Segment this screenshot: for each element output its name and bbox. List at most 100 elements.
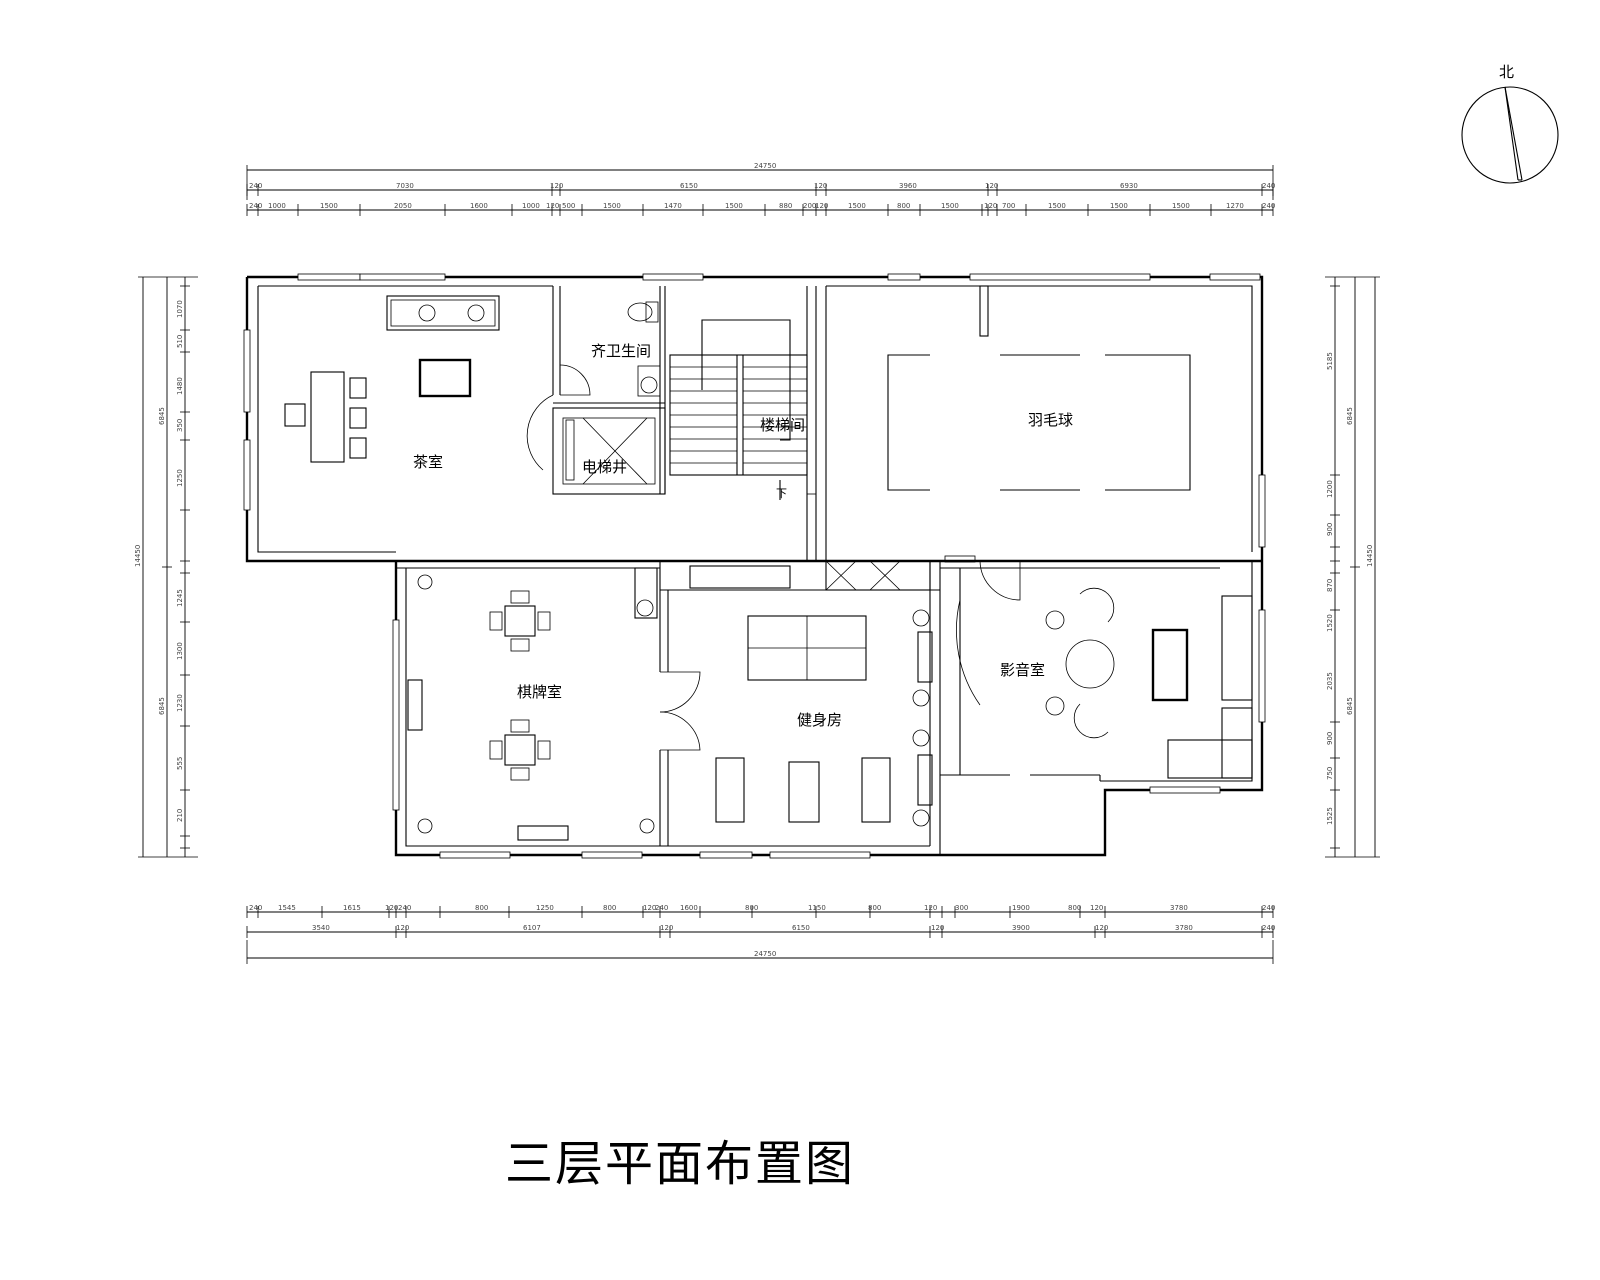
- dim-top-r1-1: 7030: [396, 182, 414, 190]
- label-chess-room: 棋牌室: [517, 683, 562, 701]
- label-down-mark: 下: [776, 487, 787, 500]
- dim-right-c2-4: 1520: [1326, 614, 1334, 632]
- dim-bot-r1-14: 120: [924, 904, 937, 912]
- dim-bot-r1-15: 300: [955, 904, 968, 912]
- label-tea-room: 茶室: [413, 453, 443, 471]
- dim-top-r2-18: 700: [1002, 202, 1015, 210]
- dim-bot-r1-11: 800: [745, 904, 758, 912]
- dim-left-c2-0: 1070: [176, 300, 184, 318]
- dim-top-r2-2: 1500: [320, 202, 338, 210]
- dim-bot-r1-2: 1615: [343, 904, 361, 912]
- dim-bot-r1-17: 800: [1068, 904, 1081, 912]
- dim-top-r1-3: 6150: [680, 182, 698, 190]
- dim-right-c2-0: 5185: [1326, 352, 1334, 370]
- dim-bot-r2-3: 120: [660, 924, 673, 932]
- dim-bot-r2-5: 120: [931, 924, 944, 932]
- dim-top-r2-5: 1000: [522, 202, 540, 210]
- dim-bot-r1-12: 1150: [808, 904, 826, 912]
- dim-left-c2-4: 1250: [176, 469, 184, 487]
- dim-right-c2-8: 1525: [1326, 807, 1334, 825]
- dim-left-c1-1: 6845: [158, 697, 166, 715]
- dim-top-r2-8: 1500: [603, 202, 621, 210]
- dim-bot-r1-4: 240: [398, 904, 411, 912]
- dim-top-r2-0: 240: [249, 202, 262, 210]
- exterior-walls: [245, 275, 1264, 857]
- dim-bot-r1-10: 1600: [680, 904, 698, 912]
- dim-right-c2-1: 1200: [1326, 480, 1334, 498]
- left-dimensions: 14450 6845 6845 1070 510 1480 350 1250 1…: [134, 276, 198, 858]
- dim-right-c2-3: 870: [1326, 579, 1334, 592]
- dim-top-r1-6: 120: [985, 182, 998, 190]
- dim-right-c1-0: 6845: [1346, 407, 1354, 425]
- label-staircase: 楼梯间: [760, 416, 805, 434]
- dim-left-c2-3: 350: [176, 419, 184, 432]
- bottom-dimensions: 240 1545 1615 120 240 800 1250 800 120 2…: [246, 904, 1275, 964]
- dim-top-r2-21: 1500: [1172, 202, 1190, 210]
- dim-bot-r2-2: 6107: [523, 924, 541, 932]
- dim-bot-r2-8: 3780: [1175, 924, 1193, 932]
- dim-top-r1-7: 6930: [1120, 182, 1138, 190]
- label-toilet: 齐卫生间: [591, 342, 651, 360]
- dim-right-c2-7: 750: [1326, 767, 1334, 780]
- dim-bot-r1-20: 240: [1262, 904, 1275, 912]
- dim-right-total: 14450: [1366, 545, 1374, 567]
- dim-top-r1-8: 240: [1262, 182, 1275, 190]
- dim-top-r1-0: 240: [249, 182, 262, 190]
- dim-bot-r2-4: 6150: [792, 924, 810, 932]
- dim-top-r2-19: 1500: [1048, 202, 1066, 210]
- dim-left-c1-0: 6845: [158, 407, 166, 425]
- doors: [526, 364, 1021, 751]
- dim-top-r2-20: 1500: [1110, 202, 1128, 210]
- dim-top-r2-1: 1000: [268, 202, 286, 210]
- staircase: [669, 319, 808, 500]
- dim-bot-r1-3: 120: [385, 904, 398, 912]
- dim-right-c1-1: 6845: [1346, 697, 1354, 715]
- label-gym: 健身房: [797, 711, 842, 729]
- dim-bot-r2-0: 3540: [312, 924, 330, 932]
- dim-bottom-total: 24750: [754, 950, 776, 958]
- dim-bot-r1-8: 120: [643, 904, 656, 912]
- dim-top-r2-9: 1470: [664, 202, 682, 210]
- dim-top-r2-22: 1270: [1226, 202, 1244, 210]
- dim-top-r2-12: 200: [803, 202, 816, 210]
- dim-bot-r1-5: 800: [475, 904, 488, 912]
- dim-left-c2-6: 1300: [176, 642, 184, 660]
- dim-top-r2-13: 120: [815, 202, 828, 210]
- label-badminton: 羽毛球: [1028, 411, 1073, 429]
- furniture: [284, 295, 1253, 841]
- dim-bot-r1-1: 1545: [278, 904, 296, 912]
- dim-left-c2-1: 510: [176, 335, 184, 348]
- dim-top-total: 24750: [754, 162, 776, 170]
- dim-right-c2-2: 900: [1326, 523, 1334, 536]
- interior-walls: [552, 285, 1101, 855]
- dim-top-r1-4: 120: [814, 182, 827, 190]
- dim-bot-r1-9: 240: [655, 904, 668, 912]
- dim-top-r2-23: 240: [1262, 202, 1275, 210]
- label-cinema: 影音室: [1000, 661, 1045, 679]
- dim-top-r2-10: 1500: [725, 202, 743, 210]
- dim-bot-r1-13: 800: [868, 904, 881, 912]
- dim-top-r2-6: 120: [546, 202, 559, 210]
- dim-left-total: 14450: [134, 545, 142, 567]
- dim-right-c2-6: 900: [1326, 732, 1334, 745]
- dim-top-r2-16: 1500: [941, 202, 959, 210]
- dim-top-r1-5: 3960: [899, 182, 917, 190]
- dim-top-r1-2: 120: [550, 182, 563, 190]
- dim-top-r2-11: 880: [779, 202, 792, 210]
- dim-right-c2-5: 2035: [1326, 672, 1334, 690]
- right-dimensions: 14450 6845 6845 5185 1200 900 870 1520 2…: [1325, 276, 1380, 858]
- dim-bot-r2-9: 240: [1262, 924, 1275, 932]
- windows: [243, 273, 1266, 859]
- dim-top-r2-14: 1500: [848, 202, 866, 210]
- label-elevator: 电梯井: [582, 458, 627, 476]
- north-arrow-icon: 北: [1461, 63, 1559, 184]
- dim-bot-r1-16: 1900: [1012, 904, 1030, 912]
- dim-left-c2-2: 1480: [176, 377, 184, 395]
- dim-bot-r2-1: 120: [396, 924, 409, 932]
- dim-left-c2-7: 1230: [176, 694, 184, 712]
- dim-bot-r2-6: 3900: [1012, 924, 1030, 932]
- dim-bot-r1-18: 120: [1090, 904, 1103, 912]
- dim-top-r2-17: 120: [984, 202, 997, 210]
- dim-left-c2-5: 1245: [176, 589, 184, 607]
